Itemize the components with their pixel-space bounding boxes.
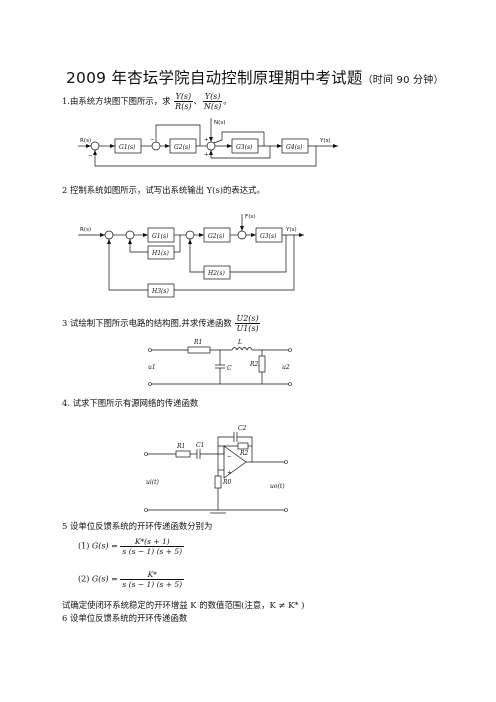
q4-r2-label: R2 (239, 450, 249, 457)
q3-u1-label: u1 (148, 364, 156, 371)
q1-plus-sign: + (204, 137, 209, 143)
q1-block-g2: G2(s) (174, 144, 191, 151)
q1-sep: 、 (193, 96, 202, 106)
question-2: 2 控制系统如图所示，试写出系统输出 Y(s)的表达式。 (62, 185, 265, 195)
q1-disturbance-label: N(s) (214, 120, 225, 126)
q2-input-label: R(s) (80, 227, 91, 233)
title-text: 2009 年杏坛学院自动控制原理期中考试题 (66, 69, 363, 87)
q5-equation-2: (2) G(s) = K*s (s − 1) (s + 5) (78, 570, 185, 589)
q1-input-label: R(s) (80, 138, 91, 144)
q5-eq1-label: (1) (78, 541, 90, 551)
q3-r1-label: R1 (193, 339, 202, 346)
q5-eq2-lhs: G(s) = (91, 574, 118, 584)
question-1: 1.由系统方块图下图所示，求 Y(s)R(s)、Y(s)N(s)。 (62, 92, 232, 111)
question-3: 3 试绘制下图所示电路的结构图,并求传递函数 U2(s)U1(s) (62, 314, 261, 333)
title-time-note: （时间 90 分钟） (362, 75, 444, 86)
q2-output-label: Y(s) (285, 227, 297, 233)
q1-fraction-2: Y(s)N(s) (202, 92, 223, 111)
q5-eq1-den: s (s − 1) (s + 5) (122, 547, 183, 556)
q5-eq1-num: K*(s + 1) (120, 537, 185, 547)
q4-c1-label: C1 (196, 442, 204, 449)
q2-disturbance-label: F(s) (245, 214, 256, 220)
q2-block-g3: G3(s) (260, 233, 277, 240)
q4-r0-label: R0 (222, 479, 232, 486)
q1-block-g4: G4(s) (286, 144, 303, 151)
q1-frac2-num: Y(s) (202, 92, 223, 102)
q1-frac1-den: R(s) (175, 102, 192, 111)
q1-fraction-1: Y(s)R(s) (174, 92, 193, 111)
q5-condition: 试确定使闭环系统稳定的开环增益 K 的数值范围(注意，K ≠ K* ) (62, 600, 305, 610)
q3-r2-label: R2 (249, 361, 259, 368)
q4-c2-label: C2 (238, 425, 247, 432)
q5-eq2-den: s (s − 1) (s + 5) (122, 580, 183, 589)
question-5: 5 设单位反馈系统的开环传递函数分别为 (62, 521, 213, 531)
q1-output-label: Y(s) (319, 138, 331, 144)
q5-equation-1: (1) G(s) = K*(s + 1)s (s − 1) (s + 5) (78, 537, 185, 556)
q5-eq1-lhs: G(s) = (91, 541, 118, 551)
q3-frac-den: U1(s) (236, 324, 259, 333)
q5-eq2-label: (2) (78, 574, 90, 584)
q5-eq1-fraction: K*(s + 1)s (s − 1) (s + 5) (120, 537, 185, 556)
q1-frac1-num: Y(s) (174, 92, 193, 102)
q1-minus-sign-2: − (150, 137, 155, 143)
q1-minus-sign: − (88, 153, 93, 159)
q2-block-g1: G1(s) (152, 233, 169, 240)
q4-uo-label: uo(t) (270, 483, 285, 490)
q5-eq2-num: K* (120, 570, 185, 580)
q1-block-g1: G1(s) (119, 144, 136, 151)
q3-u2-label: u2 (282, 364, 290, 371)
q1-end: 。 (223, 96, 232, 106)
q3-c-label: C (227, 365, 232, 372)
q5-eq2-fraction: K*s (s − 1) (s + 5) (120, 570, 185, 589)
q1-block-g3: G3(s) (236, 144, 253, 151)
q3-frac-num: U2(s) (235, 314, 260, 324)
q1-text: 1.由系统方块图下图所示，求 (62, 96, 171, 106)
q1-frac2-den: N(s) (203, 102, 222, 111)
q4-opamp-minus: − (227, 454, 232, 460)
q4-r1-label: R1 (176, 443, 185, 450)
question-4: 4. 试求下图所示有源网络的传递函数 (62, 398, 199, 408)
question-6: 6 设单位反馈系统的开环传递函数 (62, 613, 188, 623)
q3-fraction: U2(s)U1(s) (235, 314, 260, 333)
q3-l-label: L (237, 339, 242, 346)
q2-block-h2: H2(s) (207, 270, 225, 277)
q3-text: 3 试绘制下图所示电路的结构图,并求传递函数 (62, 318, 232, 328)
q2-block-h3: H3(s) (151, 288, 169, 295)
q2-block-h1: H1(s) (151, 250, 169, 257)
q4-ui-label: ui(t) (146, 479, 160, 486)
q2-block-g2: G2(s) (208, 233, 225, 240)
page-title: 2009 年杏坛学院自动控制原理期中考试题（时间 90 分钟） (66, 66, 444, 88)
q4-opamp-plus: + (227, 470, 232, 476)
q1-plus-sign-2: + (204, 152, 209, 158)
